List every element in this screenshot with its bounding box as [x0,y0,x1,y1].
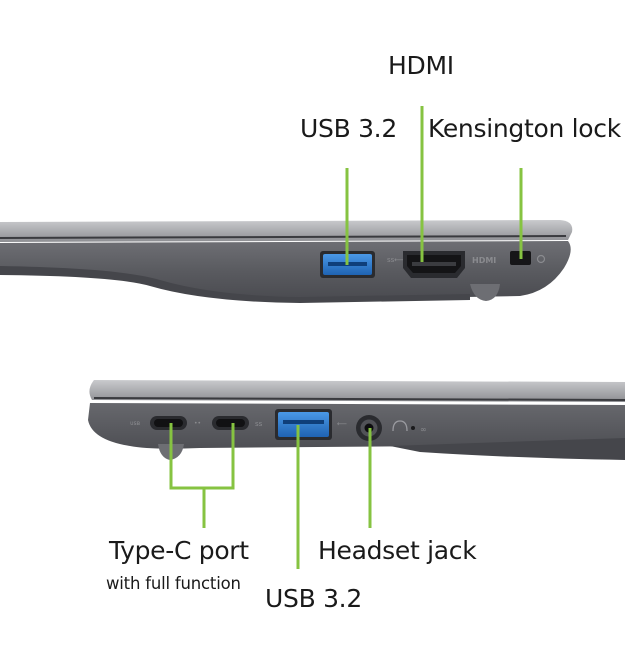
svg-text:ss⟵: ss⟵ [387,256,404,264]
headset-icon [392,420,408,432]
svg-text:∞: ∞ [420,425,427,434]
svg-text:••: •• [194,420,201,427]
laptop-right-side: ss⟵ HDMI [0,220,573,303]
svg-text:ᴜsʙ: ᴜsʙ [130,420,141,427]
hdmi-label: HDMI [388,51,454,80]
rubber-foot-right [470,284,500,301]
lid-edge-right [0,220,573,242]
headset-label: Headset jack [318,536,477,565]
usb-top-label: USB 3.2 [300,114,397,143]
svg-text:⟵: ⟵ [337,420,347,428]
callout-lines [169,106,523,569]
status-led [411,426,415,430]
type-c-label: Type-C port [109,536,249,565]
laptop-left-side: ᴜsʙ •• ss ⟵ ∞ [88,380,625,460]
callout-type-c [169,423,235,490]
lid-edge-left [89,380,625,402]
kensington-label: Kensington lock [428,114,621,143]
svg-text:HDMI: HDMI [472,256,496,265]
usb-bottom-label: USB 3.2 [265,584,362,613]
svg-text:ss: ss [255,420,263,428]
type-c-sub-label: with full function [106,574,241,593]
